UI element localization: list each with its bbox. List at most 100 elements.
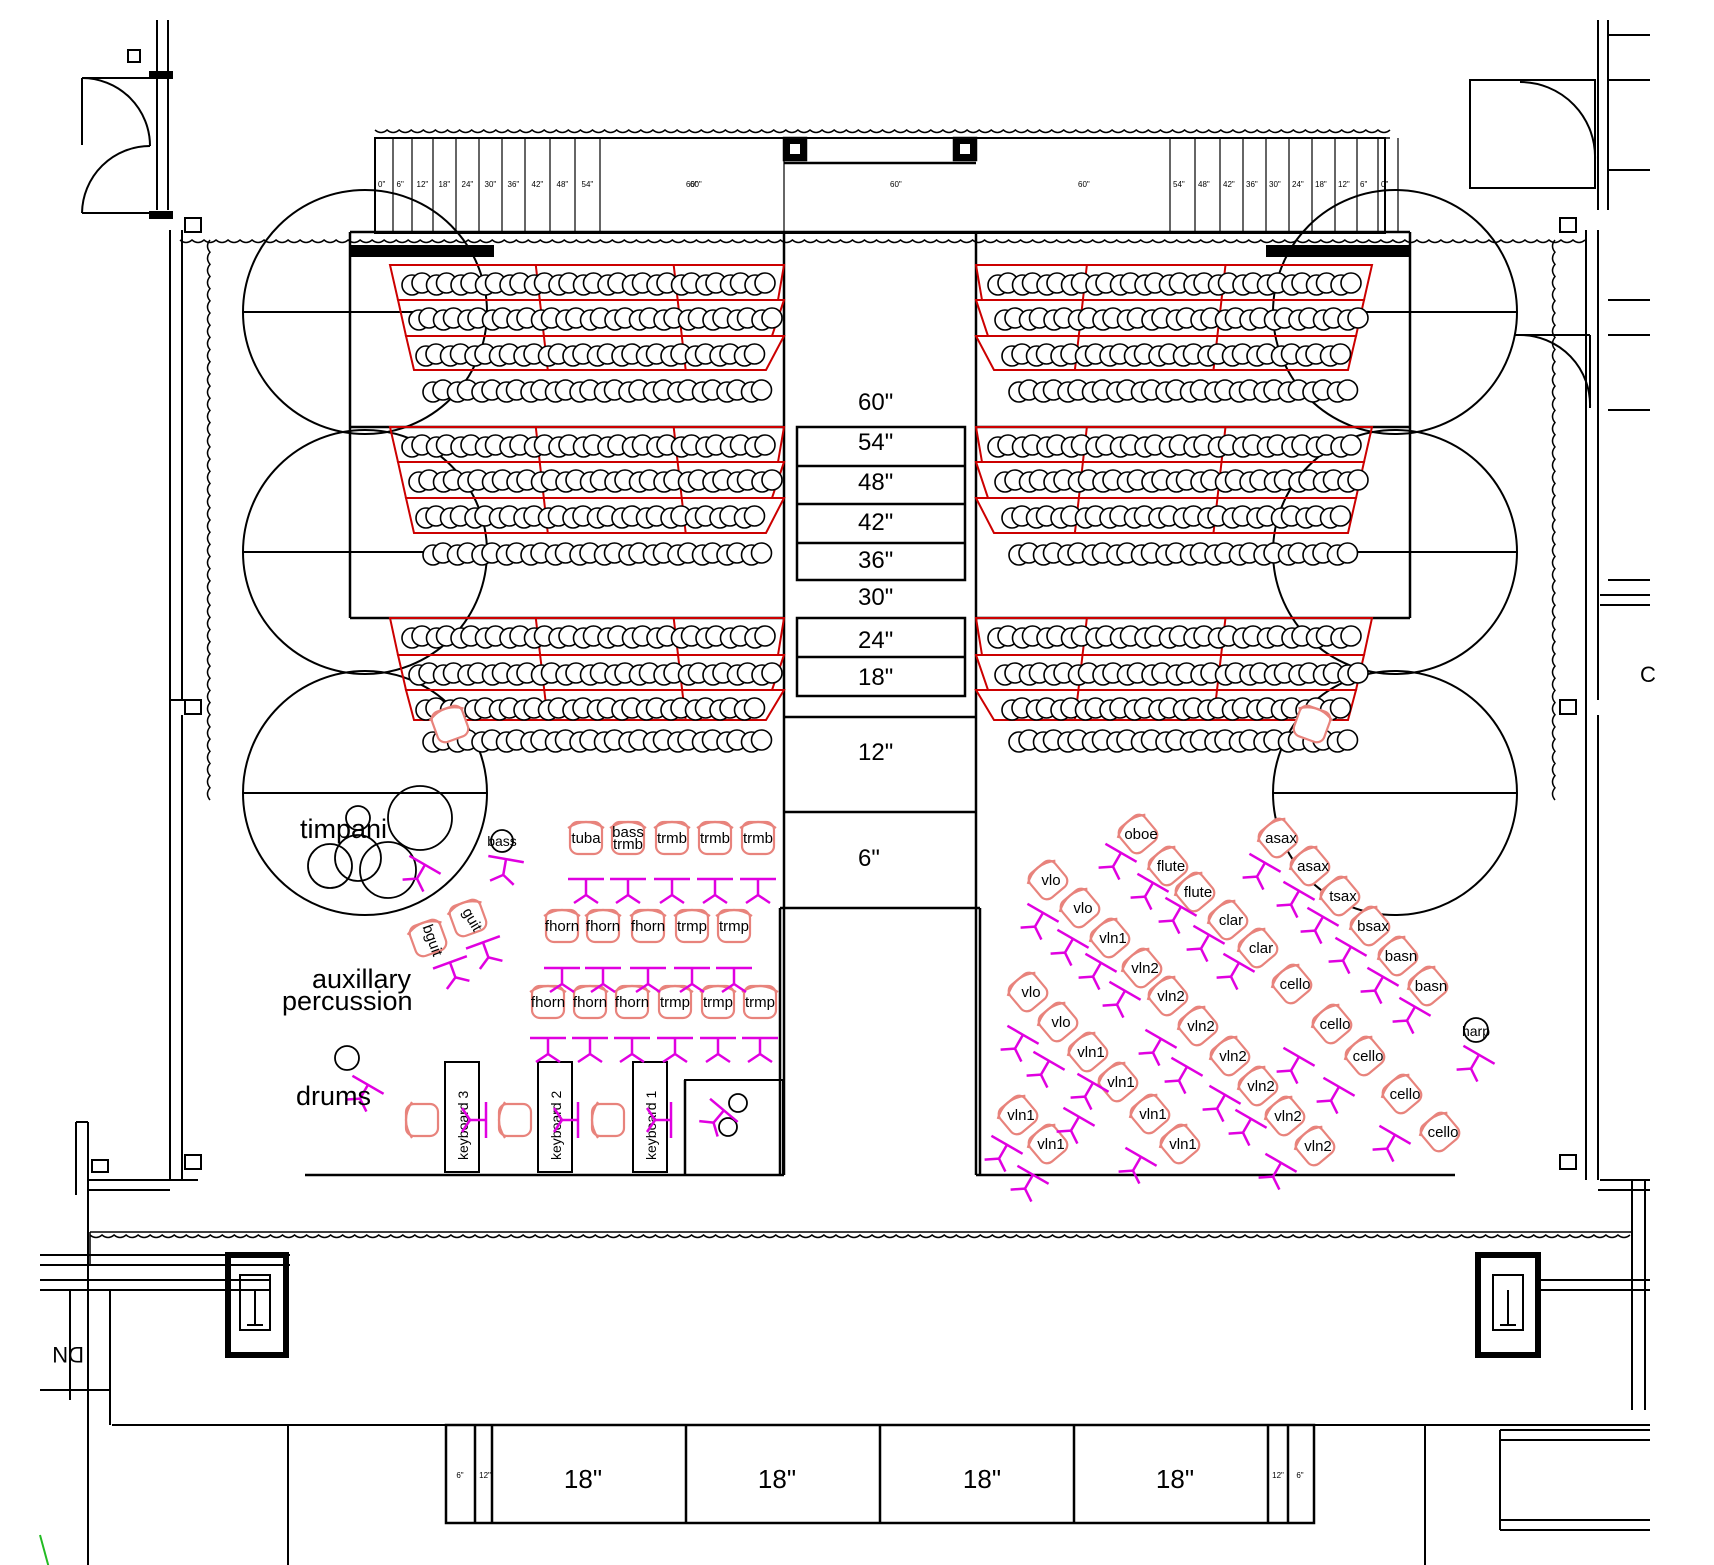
instrument-label: clar [1249, 940, 1273, 957]
music-stand-icon [697, 877, 733, 905]
chair-icon [1026, 1123, 1069, 1165]
music-stand-icon [1138, 1028, 1178, 1067]
music-stand-icon [1276, 1046, 1316, 1085]
music-stand-icon [1242, 852, 1282, 891]
aisle-level-label: 36" [858, 547, 893, 574]
chair-icon [1036, 1001, 1079, 1043]
chair-icon [1263, 1095, 1306, 1137]
tick-label: 36" [1246, 180, 1258, 189]
chair-icon [715, 908, 753, 944]
instrument-label: tuba [571, 830, 601, 847]
instrument-label: fhorn [573, 994, 607, 1011]
tick-label: 30" [485, 180, 497, 189]
chair-icon [1120, 947, 1163, 989]
music-stand-icon [645, 1102, 673, 1138]
keyboard-label: keyboard 3 [455, 1091, 471, 1160]
instrument-label: vln1 [1077, 1044, 1105, 1061]
instrument-label: trmp [677, 918, 707, 935]
instrument-label: vlo [1073, 900, 1092, 917]
music-stand-icon [740, 877, 776, 905]
pit-riser-label: 18" [963, 1464, 1001, 1494]
music-stand-icon [1102, 980, 1142, 1019]
music-stand-icon [1050, 928, 1090, 967]
aisle-level-label: 48" [858, 469, 893, 496]
keyboard-instrument [632, 1061, 668, 1173]
aisle-level-label: 6" [858, 845, 880, 872]
instrument-label: trmp [719, 918, 749, 935]
instrument-label: asax [1265, 830, 1297, 847]
aisle-level-label: 30" [858, 584, 893, 611]
instrument-label: vln1 [1099, 930, 1127, 947]
instrument-label: vln2 [1187, 1018, 1215, 1035]
pit-small-label: 6" [1296, 1471, 1303, 1480]
tick-label: 0" [378, 180, 385, 189]
tick-label: 12" [1338, 180, 1350, 189]
instrument-label: harp [1462, 1023, 1490, 1039]
instrument-label: vln1 [1169, 1136, 1197, 1153]
chair-icon [1146, 845, 1189, 887]
music-stand-icon [1258, 1152, 1298, 1191]
tick-label: 42" [532, 180, 544, 189]
instrument-label: flute [1184, 884, 1212, 901]
chair-icon [739, 820, 777, 856]
keyboard-instrument [537, 1061, 573, 1173]
chair-icon [656, 984, 694, 1020]
music-stand-icon [552, 1102, 580, 1138]
instrument-label: cello [1390, 1086, 1421, 1103]
tick-label: 42" [1223, 180, 1235, 189]
music-stand-icon [610, 877, 646, 905]
music-stand-icon [1000, 1024, 1040, 1063]
chair-icon [543, 908, 581, 944]
chair-icon [571, 984, 609, 1020]
music-stand-icon [1164, 1056, 1204, 1095]
center-aisle-steps [795, 425, 967, 698]
chair-icon [1173, 871, 1216, 913]
chair-icon [1206, 899, 1249, 941]
percussion-section [307, 785, 1489, 1137]
instrument-label: vlo [1051, 1014, 1070, 1031]
pit-row-labels: 18"18"18"18"6"12"12"6" [456, 1464, 1303, 1494]
music-stand-icon [1276, 880, 1316, 919]
tick-label: 12" [417, 180, 429, 189]
instrument-label: fhorn [586, 918, 620, 935]
tick-label: 54" [1173, 180, 1185, 189]
instrument-label: cello [1280, 976, 1311, 993]
orchestra-chairs [404, 704, 1461, 1167]
pit-small-label: 12" [479, 1471, 491, 1480]
music-stand-icon [1010, 1164, 1050, 1203]
chair-icon [1026, 859, 1069, 901]
tick-label: 0" [1381, 180, 1388, 189]
keyboard-instrument [444, 1061, 480, 1173]
tick-label: 60" [890, 180, 902, 189]
instrument-label: clar [1219, 912, 1243, 929]
choir-chairs [401, 272, 1369, 753]
chair-icon [613, 984, 651, 1020]
green-arrow-line [39, 1534, 50, 1565]
instrument-label: trmb [700, 830, 730, 847]
chair-icon [446, 898, 488, 938]
instrument-label: vln2 [1219, 1048, 1247, 1065]
instrument-label: basn [1385, 948, 1418, 965]
tick-label: 36" [508, 180, 520, 189]
music-stand-icon [432, 955, 470, 990]
music-stand-icon [1078, 952, 1118, 991]
music-stand-icon [742, 1036, 778, 1064]
music-stand-icon [716, 966, 752, 994]
music-stand-icon [572, 1036, 608, 1064]
chair-icon [428, 704, 470, 744]
pit-row-risers [444, 1423, 1316, 1525]
instrument-label: vln2 [1304, 1138, 1332, 1155]
music-stand-icon [1456, 1044, 1496, 1083]
tick-label: 24" [462, 180, 474, 189]
chair-icon [609, 820, 647, 856]
chair-icon [696, 820, 734, 856]
timpani-label: timpani [300, 814, 387, 844]
music-stand-icon [1186, 924, 1226, 963]
music-stand-icon [654, 877, 690, 905]
music-stand-icon [460, 1102, 488, 1138]
aisle-level-label: 42" [858, 509, 893, 536]
instrument-label: trmb [657, 830, 687, 847]
pit-small-label: 6" [456, 1471, 463, 1480]
instrument-label: vln1 [1007, 1107, 1035, 1124]
chair-icon [1158, 1123, 1201, 1165]
